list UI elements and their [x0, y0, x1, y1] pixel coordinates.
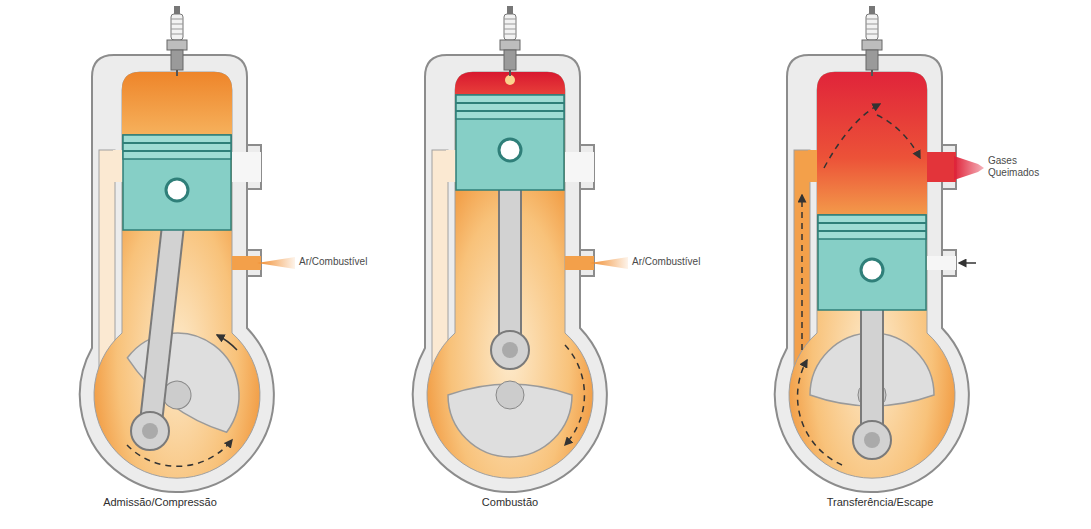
piston	[123, 135, 231, 230]
burnt-gas	[817, 72, 927, 215]
piston	[456, 95, 564, 190]
piston	[818, 230, 926, 232]
intake-arrow	[959, 262, 976, 264]
piston	[818, 222, 926, 224]
flow-label: Ar/Combustível	[299, 256, 367, 268]
piston	[456, 95, 564, 190]
stage-caption: Combustão	[482, 496, 538, 509]
flow-arrow	[798, 360, 842, 465]
piston	[123, 150, 231, 152]
piston	[123, 135, 231, 159]
transfer-channel	[99, 150, 115, 370]
spark	[505, 75, 515, 85]
transfer-channel	[432, 150, 448, 370]
piston	[861, 259, 883, 281]
engine-combustion	[500, 6, 520, 76]
exhaust-port	[565, 152, 594, 182]
engine-intake-compression	[80, 55, 274, 492]
piston	[456, 102, 564, 104]
piston	[166, 179, 188, 201]
transfer-port	[808, 150, 818, 182]
piston	[818, 215, 926, 310]
flow-label: Gases Queimados	[988, 155, 1052, 179]
exhaust-port	[927, 152, 956, 182]
flow-arrow	[565, 345, 584, 445]
compressed-charge	[122, 72, 232, 135]
engine-transfer-exhaust	[789, 72, 955, 478]
engine-combustion	[413, 6, 628, 492]
piston	[456, 95, 564, 119]
transfer-port	[446, 150, 456, 182]
engine-transfer-exhaust	[775, 55, 969, 492]
exhaust-port	[232, 152, 261, 182]
crankshaft	[496, 381, 524, 409]
flow-arrow	[877, 115, 920, 158]
crankshaft	[448, 381, 572, 457]
crank-pin	[502, 342, 518, 358]
piston	[123, 135, 231, 230]
piston	[818, 215, 926, 239]
intake-flow	[590, 257, 628, 269]
engine-intake-compression	[167, 6, 187, 76]
transfer-port	[113, 150, 123, 182]
flow-arrow	[127, 440, 232, 466]
intake-port	[232, 256, 261, 270]
piston	[818, 215, 926, 310]
exhaust-flow	[954, 156, 984, 180]
stage-caption: Transferência/Escape	[827, 496, 934, 509]
engine-combustion	[427, 72, 593, 478]
piston	[456, 110, 564, 112]
crank-pin	[142, 423, 158, 439]
rod-big-end	[853, 421, 891, 459]
intake-port	[927, 256, 956, 270]
stage-caption: Admissão/Compressão	[103, 496, 217, 509]
flow-arrow	[801, 195, 803, 350]
rod-big-end	[491, 331, 529, 369]
rod-big-end	[131, 412, 169, 450]
transfer-channel	[794, 150, 810, 370]
engine-intake-compression	[80, 6, 295, 492]
flow-arrow	[217, 335, 237, 350]
crank-pin	[864, 432, 880, 448]
piston	[123, 142, 231, 144]
intake-port	[565, 256, 594, 270]
piston	[499, 139, 521, 161]
flow-label: Ar/Combustível	[632, 256, 700, 268]
engine-transfer-exhaust	[862, 6, 882, 76]
engine-combustion	[413, 55, 607, 492]
flow-arrow	[824, 104, 880, 168]
intake-flow	[257, 257, 295, 269]
engine-transfer-exhaust	[775, 6, 984, 492]
